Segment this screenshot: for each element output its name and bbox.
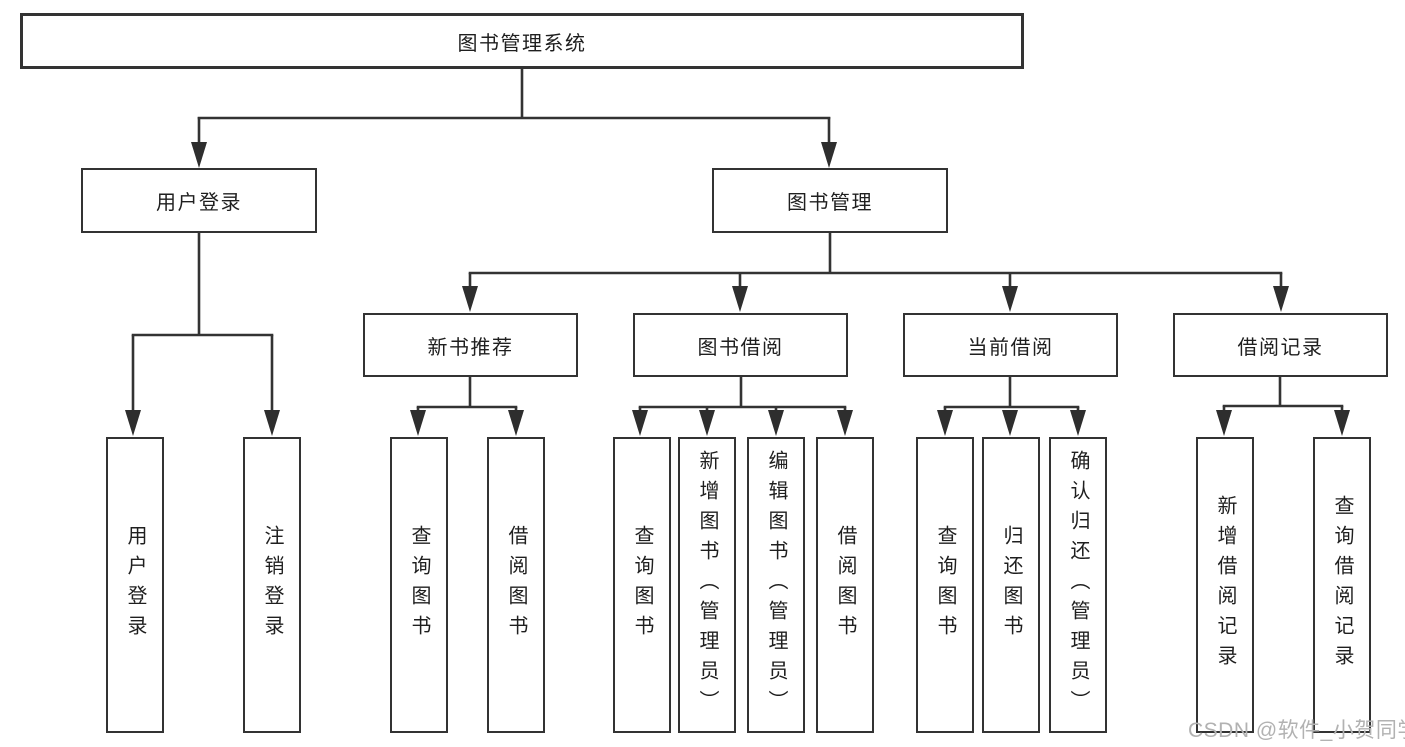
connector-user-login-to-leaves [125, 233, 280, 436]
connector-root-to-level2 [191, 69, 837, 168]
arrowhead [1002, 410, 1018, 436]
connector-book-borrow-to-leaves [632, 377, 853, 436]
arrowhead [732, 286, 748, 312]
node-book-borrow: 图书借阅 [633, 313, 848, 377]
leaf-confirm-return-admin-label: 确认归还（管理员） [1067, 450, 1089, 720]
leaf-query-borrow-record-label: 查询借阅记录 [1331, 495, 1353, 675]
node-current-borrow: 当前借阅 [903, 313, 1118, 377]
connector-borrow-record-to-leaves [1216, 377, 1350, 436]
arrowhead [821, 142, 837, 168]
csdn-watermark: CSDN @软件_小贺同学 [1188, 719, 1405, 742]
connector-current-borrow-to-leaves [937, 377, 1086, 436]
node-user-login: 用户登录 [81, 168, 317, 233]
node-root-label: 图书管理系统 [457, 32, 587, 55]
leaf-query-book-2-label: 查询图书 [631, 525, 653, 645]
arrowhead [264, 410, 280, 436]
leaf-query-book-1: 查询图书 [390, 437, 448, 733]
arrowhead [1273, 286, 1289, 312]
leaf-borrow-book-2-label: 借阅图书 [834, 525, 856, 645]
node-book-management-label: 图书管理 [787, 192, 873, 214]
node-book-borrow-label: 图书借阅 [697, 336, 784, 359]
leaf-logout: 注销登录 [243, 437, 301, 733]
connector-book-management-to-level3 [462, 233, 1289, 312]
leaf-query-borrow-record: 查询借阅记录 [1313, 437, 1371, 733]
node-borrow-record: 借阅记录 [1173, 313, 1388, 377]
arrowhead [125, 410, 141, 436]
arrowhead [1002, 286, 1018, 312]
leaf-borrow-book-1-label: 借阅图书 [505, 525, 527, 645]
node-new-book-recommend-label: 新书推荐 [427, 336, 514, 359]
leaf-query-book-2: 查询图书 [613, 437, 671, 733]
arrowhead [462, 286, 478, 312]
arrowhead [837, 410, 853, 436]
leaf-query-book-3-label: 查询图书 [934, 525, 956, 645]
arrowhead [1070, 410, 1086, 436]
leaf-query-book-1-label: 查询图书 [408, 525, 430, 645]
arrowhead [632, 410, 648, 436]
node-current-borrow-label: 当前借阅 [967, 336, 1054, 359]
arrowhead [508, 410, 524, 436]
leaf-borrow-book-1: 借阅图书 [487, 437, 545, 733]
leaf-user-login: 用户登录 [106, 437, 164, 733]
leaf-return-book-label: 归还图书 [1000, 525, 1022, 645]
node-book-management: 图书管理 [712, 168, 948, 233]
arrowhead [1216, 410, 1232, 436]
leaf-query-book-3: 查询图书 [916, 437, 974, 733]
node-borrow-record-label: 借阅记录 [1237, 336, 1324, 359]
leaf-borrow-book-2: 借阅图书 [816, 437, 874, 733]
leaf-edit-book-admin: 编辑图书（管理员） [747, 437, 805, 733]
leaf-add-book-admin: 新增图书（管理员） [678, 437, 736, 733]
arrowhead [1334, 410, 1350, 436]
arrowhead [768, 410, 784, 436]
connector-new-book-recommend-to-leaves [410, 377, 524, 436]
leaf-logout-label: 注销登录 [261, 525, 283, 645]
node-user-login-label: 用户登录 [156, 192, 242, 214]
leaf-edit-book-admin-label: 编辑图书（管理员） [765, 450, 787, 720]
leaf-add-borrow-record-label: 新增借阅记录 [1214, 495, 1236, 675]
node-new-book-recommend: 新书推荐 [363, 313, 578, 377]
node-root: 图书管理系统 [20, 13, 1024, 69]
leaf-add-book-admin-label: 新增图书（管理员） [696, 450, 718, 720]
arrowhead [410, 410, 426, 436]
leaf-user-login-label: 用户登录 [124, 525, 146, 645]
leaf-return-book: 归还图书 [982, 437, 1040, 733]
arrowhead [937, 410, 953, 436]
leaf-add-borrow-record: 新增借阅记录 [1196, 437, 1254, 733]
leaf-confirm-return-admin: 确认归还（管理员） [1049, 437, 1107, 733]
arrowhead [191, 142, 207, 168]
arrowhead [699, 410, 715, 436]
